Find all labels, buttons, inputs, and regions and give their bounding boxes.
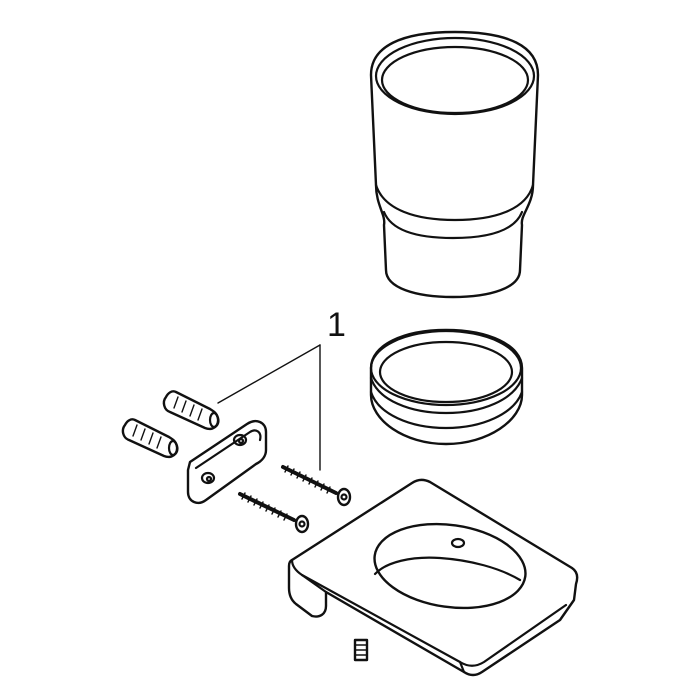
- screw-upper: [281, 465, 352, 507]
- tumbler-glass: [369, 30, 540, 299]
- holder-bracket: [287, 478, 579, 677]
- screw-lower: [238, 492, 310, 534]
- callout-number-label: 1: [327, 306, 346, 344]
- set-screw: [353, 638, 369, 662]
- wall-plug-upper: [162, 390, 220, 431]
- retaining-ring: [369, 328, 524, 446]
- mounting-plate: [186, 420, 268, 504]
- wall-plug-lower: [121, 418, 179, 459]
- callout-leaders: [217, 344, 321, 471]
